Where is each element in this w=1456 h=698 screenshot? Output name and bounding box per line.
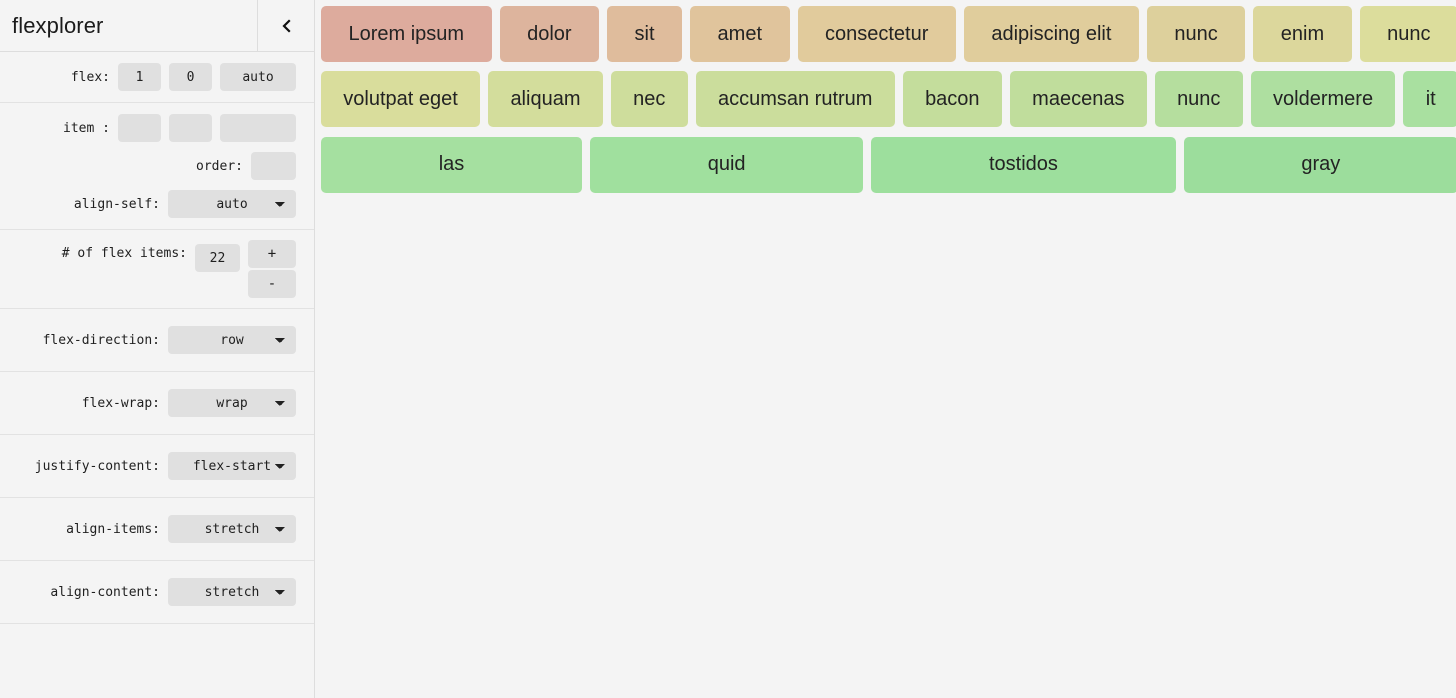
chevron-left-icon — [280, 18, 292, 33]
flex-item[interactable]: accumsan rutrum — [695, 71, 895, 128]
section-align-content: align-content: flex-startflex-endcenters… — [0, 561, 314, 624]
align-self-select[interactable]: autoflex-startflex-endcenterbaselinestre… — [168, 190, 296, 218]
flex-item-label: accumsan rutrum — [717, 87, 873, 110]
flex-item[interactable]: las — [321, 136, 583, 193]
section-item-count: # of flex items: + - — [0, 230, 314, 309]
flex-item[interactable]: sit — [607, 6, 683, 62]
flex-preview-area: Lorem ipsum dolor sit amet consectetur adipis… — [315, 0, 1456, 698]
flex-item[interactable]: it — [1403, 71, 1456, 128]
section-align-items: align-items: flex-startflex-endcenterbas… — [0, 498, 314, 561]
flex-item-label: consectetur — [824, 22, 929, 45]
label-flex-direction: flex-direction: — [42, 332, 160, 348]
row-align-content: align-content: flex-startflex-endcenters… — [0, 577, 296, 607]
flex-item-label: it — [1425, 87, 1436, 110]
row-order: order: — [0, 151, 296, 181]
label-flex-wrap: flex-wrap: — [81, 395, 160, 411]
row-item: item : — [0, 113, 296, 143]
flex-item-label: Lorem ipsum — [348, 22, 465, 45]
flex-shrink-input[interactable] — [169, 63, 212, 91]
label-align-content: align-content: — [50, 584, 160, 600]
label-flex: flex: — [70, 69, 110, 85]
flex-item-label: volutpat eget — [343, 87, 458, 110]
flex-item-label: tostidos — [988, 153, 1058, 176]
label-align-items: align-items: — [66, 521, 160, 537]
flex-item-label: las — [438, 153, 465, 176]
row-align-items: align-items: flex-startflex-endcenterbas… — [0, 514, 296, 544]
flex-item[interactable]: adipiscing elit — [963, 6, 1139, 62]
section-flex-shorthand: flex: — [0, 52, 314, 103]
section-justify-content: justify-content: flex-startflex-endcente… — [0, 435, 314, 498]
flex-item-label: nunc — [1174, 22, 1218, 45]
row-flex-wrap: flex-wrap: nowrapwrapwrap-reverse — [0, 388, 296, 418]
flex-item[interactable]: enim — [1253, 6, 1352, 62]
flex-item-label: voldermere — [1273, 87, 1374, 110]
flex-item[interactable]: voldermere — [1250, 71, 1396, 128]
flex-item-label: amet — [717, 22, 762, 45]
flex-item[interactable]: amet — [690, 6, 790, 62]
section-item-properties: item : order: align-self: autoflex-start… — [0, 103, 314, 230]
flex-item-label: aliquam — [510, 87, 581, 110]
flex-item[interactable]: gray — [1183, 136, 1456, 193]
flex-wrap-select[interactable]: nowrapwrapwrap-reverse — [168, 389, 296, 417]
flex-item[interactable]: maecenas — [1009, 71, 1147, 128]
flex-item[interactable]: aliquam — [488, 71, 603, 128]
flex-item-label: nunc — [1387, 22, 1431, 45]
flex-item[interactable]: nunc — [1154, 71, 1243, 128]
order-input[interactable] — [251, 152, 296, 180]
control-sidebar: flexplorer flex: item : — [0, 0, 315, 698]
item-count-stepper: + - — [248, 240, 296, 298]
item-count-input[interactable] — [195, 244, 240, 272]
item-basis-input[interactable] — [220, 114, 296, 142]
flex-item-label: maecenas — [1032, 87, 1125, 110]
justify-content-select[interactable]: flex-startflex-endcenterspace-betweenspa… — [168, 452, 296, 480]
flex-item[interactable]: nec — [610, 71, 688, 128]
flex-item-label: sit — [634, 22, 655, 45]
row-flex: flex: — [0, 62, 296, 92]
flex-container: Lorem ipsum dolor sit amet consectetur adipis… — [321, 6, 1456, 202]
row-item-count: # of flex items: + - — [0, 240, 296, 298]
flex-item-label: nunc — [1177, 87, 1221, 110]
flex-item[interactable]: consectetur — [797, 6, 956, 62]
label-item-count: # of flex items: — [61, 246, 187, 261]
flex-item-label: enim — [1280, 22, 1325, 45]
align-items-select[interactable]: flex-startflex-endcenterbaselinestretch — [168, 515, 296, 543]
label-order: order: — [196, 158, 243, 174]
item-count-decrement-button[interactable]: - — [248, 270, 296, 298]
label-align-self: align-self: — [73, 196, 160, 212]
row-flex-direction: flex-direction: rowrow-reversecolumncolu… — [0, 325, 296, 355]
flex-item[interactable]: nunc — [1146, 6, 1246, 62]
item-grow-input[interactable] — [118, 114, 161, 142]
sidebar-header: flexplorer — [0, 0, 314, 52]
row-justify-content: justify-content: flex-startflex-endcente… — [0, 451, 296, 481]
flex-item[interactable]: volutpat eget — [321, 71, 481, 128]
sidebar-collapse-button[interactable] — [257, 0, 314, 52]
flex-item[interactable]: dolor — [499, 6, 600, 62]
align-content-select[interactable]: flex-startflex-endcenterspace-betweenspa… — [168, 578, 296, 606]
flex-direction-select[interactable]: rowrow-reversecolumncolumn-reverse — [168, 326, 296, 354]
flex-item[interactable]: nunc — [1359, 6, 1456, 62]
flex-item-label: quid — [707, 153, 746, 176]
flex-item[interactable]: Lorem ipsum — [321, 6, 492, 62]
flex-item-label: dolor — [527, 22, 572, 45]
section-flex-direction: flex-direction: rowrow-reversecolumncolu… — [0, 309, 314, 372]
label-justify-content: justify-content: — [34, 458, 160, 474]
item-count-increment-button[interactable]: + — [248, 240, 296, 268]
row-align-self: align-self: autoflex-startflex-endcenter… — [0, 189, 296, 219]
flex-item[interactable]: bacon — [902, 71, 1002, 128]
flex-item[interactable]: tostidos — [871, 136, 1176, 193]
flex-basis-input[interactable] — [220, 63, 296, 91]
label-item: item : — [63, 120, 110, 136]
flex-item-label: gray — [1301, 153, 1341, 176]
flex-item-label: adipiscing elit — [991, 22, 1112, 45]
flex-item-label: nec — [633, 87, 666, 110]
item-shrink-input[interactable] — [169, 114, 212, 142]
flex-item[interactable]: quid — [590, 136, 864, 193]
flex-grow-input[interactable] — [118, 63, 161, 91]
app-title: flexplorer — [12, 12, 104, 38]
section-flex-wrap: flex-wrap: nowrapwrapwrap-reverse — [0, 372, 314, 435]
flex-item-label: bacon — [925, 87, 980, 110]
